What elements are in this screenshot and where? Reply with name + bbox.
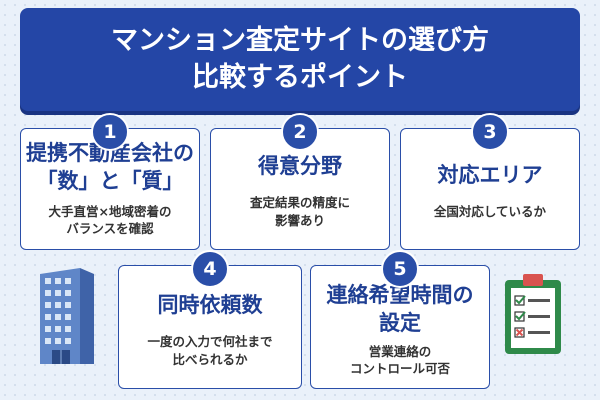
point-desc-line-1: 大手直営×地域密着の [48,203,172,219]
point-title-line-1: 得意分野 [258,153,342,178]
point-number-badge: 3 [471,113,509,151]
point-description: 一度の入力で何社まで 比べられるか [147,333,272,368]
point-desc-line-2: バランスを確認 [66,221,154,237]
point-desc-line-1: 全国対応しているか [433,203,547,219]
point-desc-line-2: コントロール可否 [349,361,450,377]
point-title: 対応エリア [438,162,543,189]
point-title: 同時依頼数 [158,292,263,319]
title-line-2: 比較するポイント [192,61,408,93]
point-title-line-1: 対応エリア [437,162,543,187]
point-desc-line-2: 比べられるか [172,351,248,367]
point-description: 査定結果の精度に 影響あり [250,194,350,229]
point-desc-line-2: 影響あり [274,212,325,228]
point-card-1: 1 提携不動産会社の 「数」と「質」 大手直営×地域密着の バランスを確認 [20,113,200,250]
point-desc-line-1: 査定結果の精度に [249,195,350,211]
point-card-5: 5 連絡希望時間の 設定 営業連絡の コントロール可否 [310,250,490,389]
title-banner: マンション査定サイトの選び方 比較するポイント [20,8,580,111]
point-number-badge: 5 [381,250,419,288]
point-title: 得意分野 [258,153,342,180]
point-description: 大手直営×地域密着の バランスを確認 [49,203,172,238]
point-description: 営業連絡の コントロール可否 [350,343,450,378]
point-card-2: 2 得意分野 査定結果の精度に 影響あり [210,113,390,250]
point-number-badge: 4 [191,250,229,288]
point-card-3: 3 対応エリア 全国対応しているか [400,113,580,250]
point-title: 連絡希望時間の 設定 [327,282,474,337]
checklist-clipboard-icon [501,272,565,360]
point-title-line-2: 設定 [379,310,421,335]
point-desc-line-1: 一度の入力で何社まで [147,334,273,350]
point-card-4: 4 同時依頼数 一度の入力で何社まで 比べられるか [118,250,302,389]
point-title-line-2: 「数」と「質」 [36,168,184,193]
point-number-badge: 2 [281,113,319,151]
point-title-line-1: 同時依頼数 [157,292,263,317]
title-line-1: マンション査定サイトの選び方 [111,25,489,57]
building-icon [34,268,100,368]
point-desc-line-1: 営業連絡の [368,343,432,359]
point-description: 全国対応しているか [434,203,546,221]
point-number-badge: 1 [91,113,129,151]
